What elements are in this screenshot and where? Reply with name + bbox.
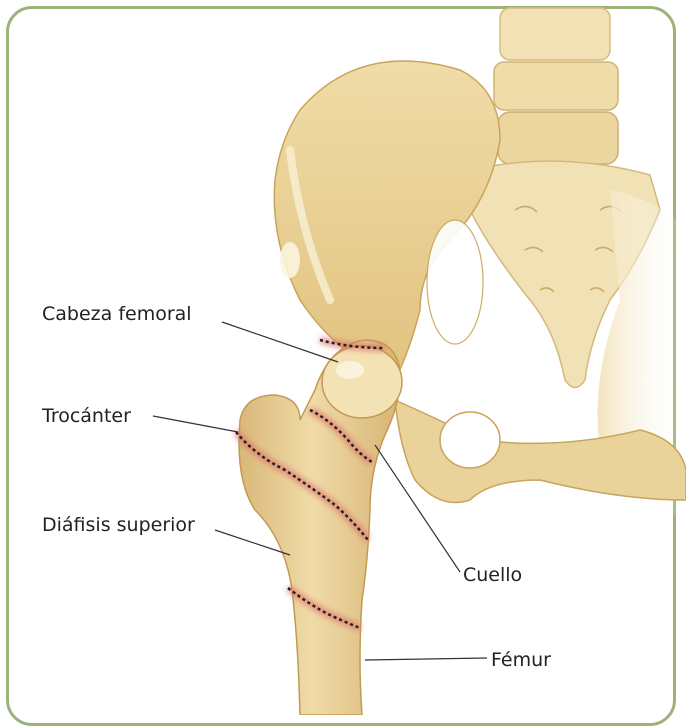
label-trochanter: Trocánter — [42, 407, 131, 426]
label-neck: Cuello — [463, 566, 522, 585]
lumbar-vertebrae — [494, 8, 618, 164]
label-upper-shaft: Diáfisis superior — [42, 516, 195, 535]
label-femoral-head: Cabeza femoral — [42, 305, 192, 324]
femoral-head — [322, 346, 402, 418]
label-femur: Fémur — [491, 651, 551, 670]
obturator-foramen — [440, 412, 500, 468]
